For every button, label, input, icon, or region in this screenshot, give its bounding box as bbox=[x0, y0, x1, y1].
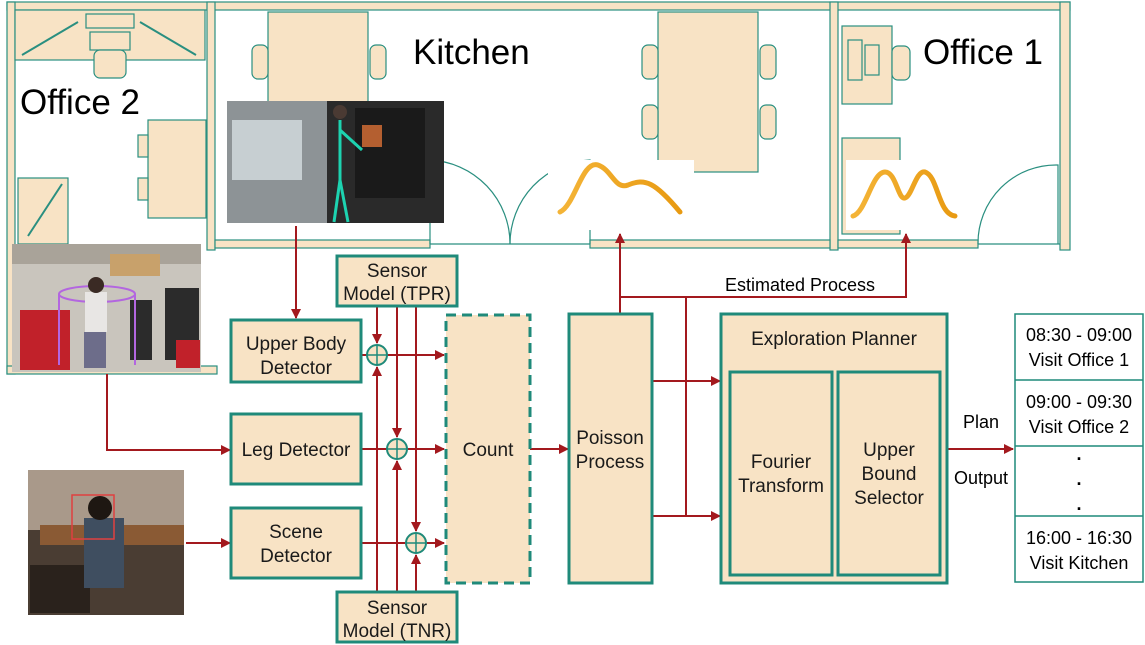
side-chair bbox=[137, 177, 149, 201]
chair bbox=[641, 44, 659, 80]
upper-bound-line2: Bound bbox=[862, 464, 917, 485]
room-label-office1: Office 1 bbox=[923, 33, 1043, 72]
schedule-time: 09:00 - 09:30 bbox=[1026, 392, 1132, 412]
office1-bottom-wall bbox=[837, 239, 979, 249]
sensor-model-tnr-line2: Model (TNR) bbox=[343, 621, 452, 642]
kitchen-bottom-wall-left bbox=[214, 239, 431, 249]
keyboard bbox=[89, 31, 131, 51]
chair bbox=[641, 104, 659, 140]
right-wall bbox=[1059, 1, 1071, 251]
office1-door bbox=[977, 164, 1059, 245]
count-label: Count bbox=[463, 440, 514, 461]
chair bbox=[369, 44, 387, 80]
fourier-transform-box bbox=[728, 370, 834, 577]
keyboard bbox=[864, 44, 880, 76]
office2-chair bbox=[93, 49, 127, 79]
office-camera-photo bbox=[12, 244, 201, 372]
office1-chair bbox=[891, 45, 911, 81]
schedule-action: Visit Office 1 bbox=[1029, 350, 1129, 370]
ellipsis-dot: . bbox=[1076, 494, 1081, 514]
kitchen-camera-photo bbox=[227, 101, 444, 223]
monitor bbox=[85, 13, 135, 29]
office1-distribution-curve bbox=[850, 169, 958, 219]
connections bbox=[106, 226, 1014, 592]
office2-side-desk bbox=[147, 119, 207, 219]
sum-node bbox=[366, 344, 388, 366]
upper-body-detector-box: Upper Body Detector bbox=[229, 318, 363, 384]
upper-body-detector-line1: Upper Body bbox=[246, 334, 347, 355]
schedule-time: 08:30 - 09:00 bbox=[1026, 325, 1132, 345]
sensor-model-tnr-line1: Sensor bbox=[367, 598, 428, 619]
kitchen-table-left bbox=[267, 11, 369, 103]
exploration-planner-title: Exploration Planner bbox=[751, 329, 917, 350]
scene-camera-photo bbox=[28, 470, 184, 615]
chair bbox=[759, 104, 777, 140]
poisson-line1: Poisson bbox=[576, 428, 644, 449]
exploration-planner-box: Exploration Planner Fourier Transform Up… bbox=[719, 312, 949, 585]
fourier-line1: Fourier bbox=[751, 452, 812, 473]
sensor-model-tpr-line1: Sensor bbox=[367, 261, 428, 282]
kitchen-distribution-curve bbox=[557, 162, 683, 215]
poisson-process-box: Poisson Process bbox=[567, 312, 654, 585]
estimated-process-label: Estimated Process bbox=[725, 275, 875, 295]
scene-detector-box: Scene Detector bbox=[229, 506, 363, 580]
monitor bbox=[847, 39, 863, 81]
schedule-action: Visit Kitchen bbox=[1030, 553, 1129, 573]
sensor-model-tnr-box: Sensor Model (TNR) bbox=[335, 590, 459, 644]
chair bbox=[251, 44, 269, 80]
leg-detector-box: Leg Detector bbox=[229, 412, 363, 486]
office2-kitchen-wall bbox=[206, 1, 216, 251]
schedule-table: 08:30 - 09:00 Visit Office 1 09:00 - 09:… bbox=[1014, 313, 1144, 583]
room-label-kitchen: Kitchen bbox=[413, 33, 530, 72]
kitchen-table-right bbox=[657, 11, 759, 173]
room-label-office2: Office 2 bbox=[20, 83, 140, 122]
ellipsis-dot: . bbox=[1076, 444, 1081, 464]
sum-node bbox=[386, 438, 408, 460]
sum-node bbox=[405, 532, 427, 554]
fourier-line2: Transform bbox=[738, 476, 824, 497]
upper-bound-selector-box bbox=[836, 370, 942, 577]
ellipsis-dot: . bbox=[1076, 469, 1081, 489]
upper-bound-line1: Upper bbox=[863, 440, 915, 461]
kitchen-bottom-wall-right bbox=[589, 239, 831, 249]
count-box: Count bbox=[444, 313, 532, 585]
output-label: Output bbox=[954, 468, 1008, 488]
sensor-model-tpr-line2: Model (TPR) bbox=[343, 284, 451, 305]
leg-detector-label: Leg Detector bbox=[242, 440, 351, 461]
schedule-time: 16:00 - 16:30 bbox=[1026, 528, 1132, 548]
upper-body-detector-line2: Detector bbox=[260, 358, 332, 379]
schedule-action: Visit Office 2 bbox=[1029, 417, 1129, 437]
kitchen-office1-wall bbox=[829, 1, 839, 251]
poisson-line2: Process bbox=[576, 452, 645, 473]
scene-detector-line2: Detector bbox=[260, 546, 332, 567]
top-wall bbox=[6, 1, 1071, 11]
curve-background-kitchen bbox=[548, 160, 694, 230]
scene-detector-line1: Scene bbox=[269, 522, 323, 543]
side-chair bbox=[137, 134, 149, 158]
upper-bound-line3: Selector bbox=[854, 488, 924, 509]
chair bbox=[759, 44, 777, 80]
sensor-model-tpr-box: Sensor Model (TPR) bbox=[335, 254, 459, 308]
plan-label: Plan bbox=[963, 412, 999, 432]
